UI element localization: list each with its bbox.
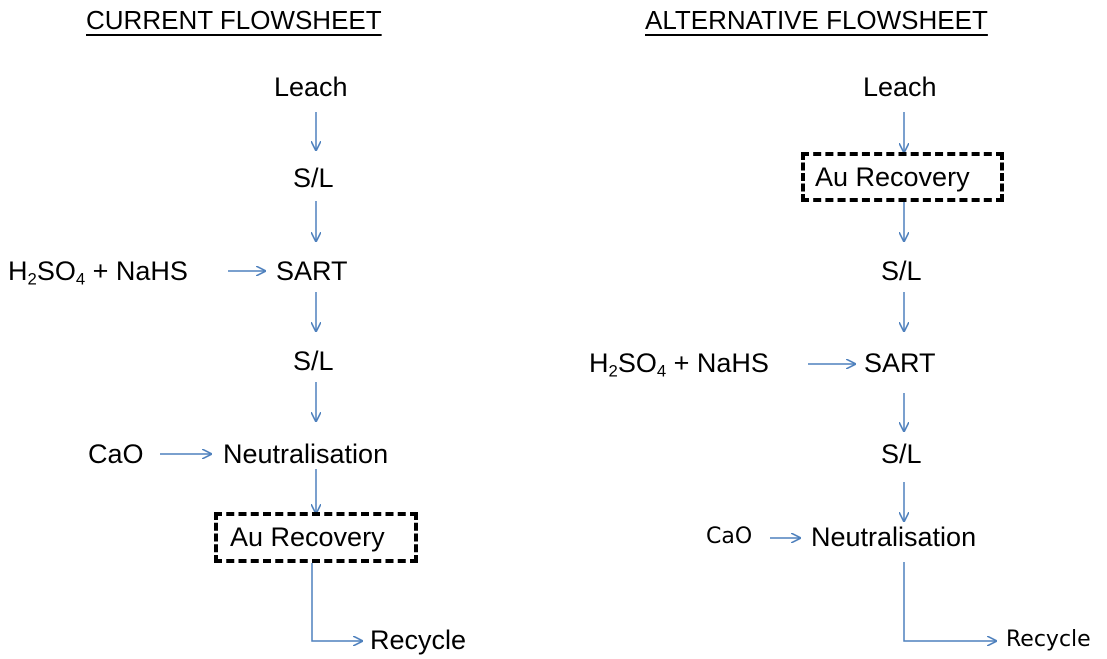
alt-neutralisation-label: Neutralisation <box>811 522 977 552</box>
alt-au-recovery-box <box>801 152 1004 202</box>
current-sl-2-label: S/L <box>293 346 334 376</box>
alt-reagent-label: H2SO4 + NaHS <box>589 348 769 381</box>
current-leach-label: Leach <box>274 72 348 102</box>
alt-leach-label: Leach <box>863 72 937 102</box>
current-cao-label: CaO <box>88 439 144 469</box>
alt-sl-1-label: S/L <box>881 256 922 286</box>
alternative-flowsheet-title: ALTERNATIVE FLOWSHEET <box>645 5 988 35</box>
alt-au-recovery-label: Au Recovery <box>815 162 970 192</box>
alt-sl-2-label: S/L <box>881 439 922 469</box>
current-neutralisation-label: Neutralisation <box>223 439 389 469</box>
alt-recycle-label: Recycle <box>1006 627 1091 652</box>
current-au-recovery-label: Au Recovery <box>230 522 385 552</box>
alt-cao-label: CaO <box>706 524 753 549</box>
alt-sart-label: SART <box>864 348 936 378</box>
arrow-alt-neutralisation-to-recycle <box>903 562 996 641</box>
current-sart-label: SART <box>276 256 348 286</box>
current-reagent-label: H2SO4 + NaHS <box>8 256 188 289</box>
current-flowsheet-title: CURRENT FLOWSHEET <box>86 5 382 35</box>
current-recycle-label: Recycle <box>370 625 467 655</box>
arrow-au-recovery-to-recycle <box>311 563 362 641</box>
current-au-recovery-box <box>214 512 418 563</box>
current-sl-1-label: S/L <box>293 163 334 193</box>
